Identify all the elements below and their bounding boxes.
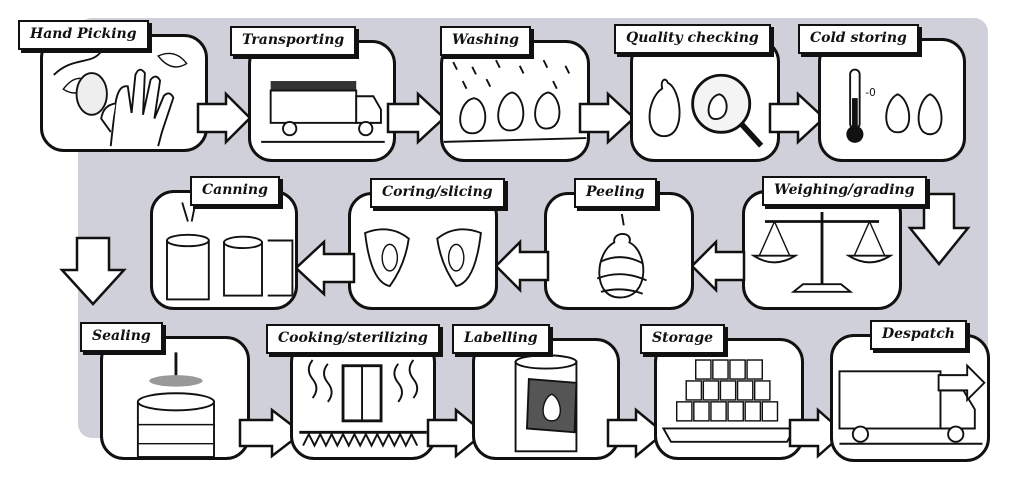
truck-icon [261,81,385,143]
arrow-right [238,407,305,459]
sealing-illustration [100,336,250,460]
storage-illustration [654,338,804,460]
step-storage: Storage [640,324,804,460]
arrow-right [386,91,446,145]
quality-checking-illustration [630,38,780,162]
canning-illustration [150,190,298,310]
coring-slicing-illustration [348,192,498,310]
step-label: Labelling [452,324,550,354]
stacked-cans-icon [661,359,797,443]
arrow-left [690,238,746,294]
step-label: Canning [190,176,280,206]
step-label: Cooking/sterilizing [266,324,440,354]
magnifier-icon [648,73,764,148]
transporting-illustration [248,40,396,162]
despatch-truck-icon [838,363,986,445]
step-cooking-sterilizing: Cooking/sterilizing [266,324,440,460]
step-transporting: Transporting [230,26,396,162]
washing-pears-icon [443,59,587,143]
arrow-down [907,192,971,266]
arrow-down [59,236,127,306]
step-cold-storing: Cold storing -0 [798,24,966,162]
step-label: Cold storing [798,24,919,54]
sliced-pear-icon [364,228,482,288]
step-hand-picking: Hand Picking [18,20,208,152]
weighing-grading-illustration [742,190,902,310]
arrow-right [426,407,486,459]
hand-picking-illustration [40,34,208,152]
arrow-right [768,91,826,145]
arrow-right [578,91,636,145]
thermometer-mark: -0 [865,87,875,99]
step-washing: Washing [440,26,590,162]
step-label: Weighing/grading [762,176,927,206]
step-weighing-grading: Weighing/grading [742,176,927,310]
step-canning: Canning [150,176,298,310]
step-peeling: Peeling [544,178,694,310]
hand-picking-icon [53,50,188,147]
arrow-right [606,407,666,459]
cooking-sterilizing-illustration [290,338,436,460]
steam-icon [299,359,427,448]
labelling-illustration [472,338,620,460]
peeling-illustration [544,192,694,310]
step-label: Despatch [870,320,967,350]
step-label: Quality checking [614,24,771,54]
step-label: Washing [440,26,531,56]
step-label: Coring/slicing [370,178,505,208]
washing-illustration [440,40,590,162]
despatch-illustration [830,334,990,462]
arrow-right [196,90,252,146]
step-despatch: Despatch [830,320,990,462]
sealing-can-icon [136,352,215,457]
step-quality-checking: Quality checking [614,24,780,162]
step-label: Storage [640,324,726,354]
step-label: Peeling [574,178,657,208]
thermometer-icon: -0 [846,68,943,143]
step-sealing: Sealing [80,322,250,460]
peeled-pear-icon [596,213,647,299]
arrow-left [494,238,550,294]
scales-icon [750,212,894,293]
step-label: Sealing [80,322,163,352]
step-label: Hand Picking [18,20,149,50]
cans-icon [166,202,294,301]
step-coring-slicing: Coring/slicing [348,178,505,310]
cold-storing-illustration: -0 [818,38,966,162]
labelled-can-icon [514,354,578,453]
arrow-left [294,239,356,297]
step-label: Transporting [230,26,357,56]
step-labelling: Labelling [452,324,620,460]
